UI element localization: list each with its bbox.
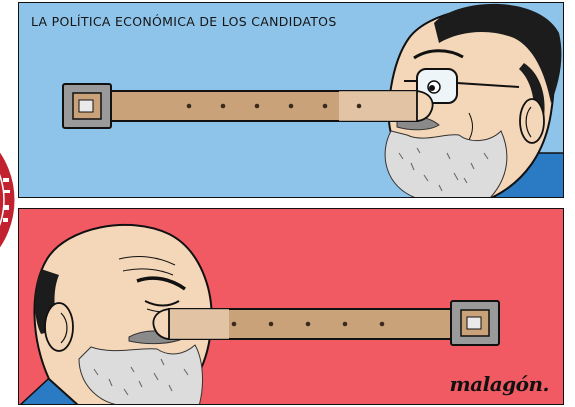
panel-top: LA POLÍTICA ECONÓMICA DE LOS CANDIDATOS bbox=[18, 2, 564, 198]
buckle-icon bbox=[450, 300, 500, 346]
panel-top-illustration bbox=[19, 3, 563, 197]
panel-bottom-illustration bbox=[19, 209, 563, 404]
seal-icon bbox=[0, 147, 16, 253]
belt-icon bbox=[76, 89, 434, 122]
buckle-icon bbox=[62, 83, 112, 129]
seal-emblem bbox=[0, 0, 16, 407]
cartoon-caption: LA POLÍTICA ECONÓMICA DE LOS CANDIDATOS bbox=[31, 14, 337, 29]
artist-signature: malagón. bbox=[449, 372, 549, 396]
panel-bottom: malagón. bbox=[18, 208, 564, 405]
belt-icon bbox=[152, 307, 470, 340]
